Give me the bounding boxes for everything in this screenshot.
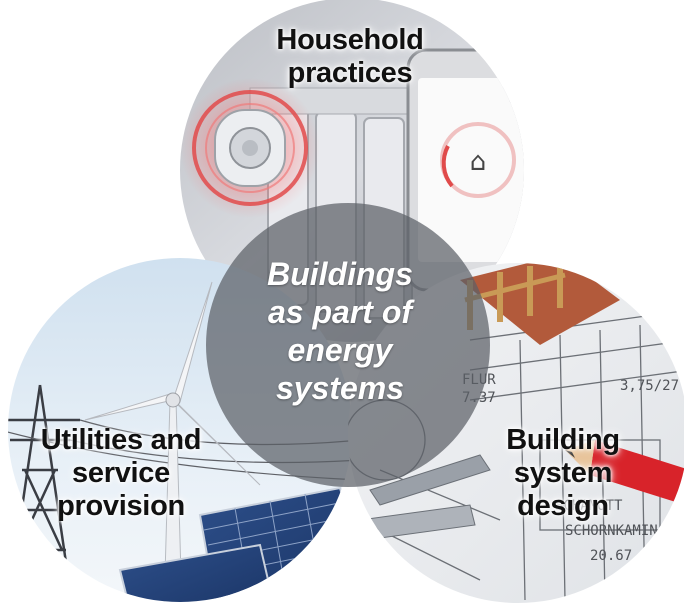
thermostat-icon	[180, 78, 320, 218]
design-label: Building system design	[488, 424, 638, 523]
smartphone-icon: ⌂	[406, 48, 524, 292]
drafting-tool-icon	[359, 454, 491, 541]
household-label: Household practices	[245, 24, 455, 90]
label-line: Utilities and	[40, 424, 202, 456]
label-line: design	[517, 490, 609, 522]
home-symbol-icon: ⌂	[470, 147, 487, 177]
wind-turbine-icon	[84, 281, 261, 602]
utilities-label: Utilities and service provision	[6, 424, 236, 523]
blueprint-text: SCHORNKAMIN	[565, 523, 658, 539]
center-overlap	[206, 203, 490, 487]
blueprint-text: 3,75/27	[620, 378, 679, 394]
label-line: system	[513, 457, 613, 489]
label-line: Building	[506, 424, 620, 456]
label-line: service	[72, 457, 170, 489]
blueprint-text: 20.67	[590, 548, 632, 564]
blueprint-text: SCHAMOTT	[555, 498, 623, 514]
center-title: Buildings as part of energy systems	[240, 255, 440, 407]
label-line: provision	[57, 490, 185, 522]
center-title-line: Buildings	[267, 256, 413, 292]
red-pencil-icon	[565, 440, 684, 505]
center-title-line: energy	[287, 332, 393, 368]
center-title-line: as part of	[267, 294, 413, 330]
label-line: Household	[276, 24, 424, 56]
label-line: practices	[287, 57, 413, 89]
center-title-line: systems	[275, 370, 405, 406]
